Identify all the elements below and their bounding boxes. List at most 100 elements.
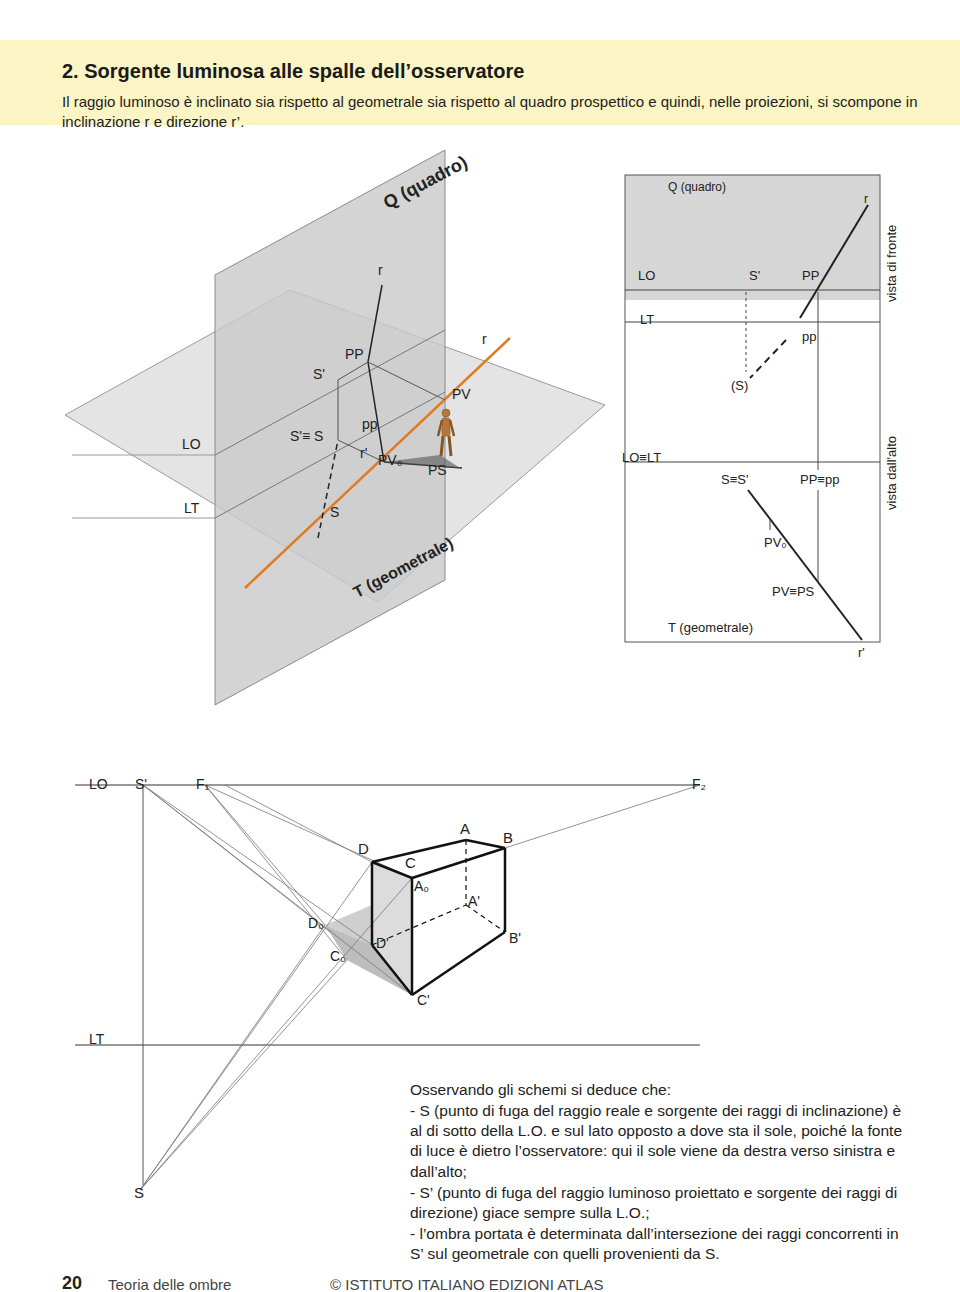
point-label: PP xyxy=(802,268,819,284)
observer-figure-part xyxy=(438,420,442,436)
point-label: A₀ xyxy=(414,878,429,895)
observer-figure-part xyxy=(442,418,450,436)
orthogonal-views-part xyxy=(625,462,880,463)
orthogonal-views-part xyxy=(748,490,862,640)
point-label: PS xyxy=(428,462,447,479)
perspective-shadow-construction-part xyxy=(325,905,372,945)
point-label: T (geometrale) xyxy=(668,620,753,636)
point-label: pp xyxy=(362,416,378,433)
point-label: (S) xyxy=(731,378,748,394)
point-label: PV xyxy=(452,386,471,403)
perspective-3d-scheme-part xyxy=(368,362,384,462)
perspective-3d-scheme-part xyxy=(72,455,215,456)
point-label: S' xyxy=(135,776,147,793)
point-label: r xyxy=(378,262,383,279)
perspective-shadow-construction-part xyxy=(75,785,700,786)
body-text: Il raggio luminoso è inclinato sia rispe… xyxy=(62,92,932,131)
point-label: pp xyxy=(802,329,816,345)
perspective-shadow-construction-part-part xyxy=(411,878,414,995)
point-label: F₂ xyxy=(692,776,706,793)
point-label: LO xyxy=(182,436,201,453)
point-label: C' xyxy=(417,992,430,1009)
orthogonal-views-part xyxy=(818,292,819,470)
orthogonal-views-part xyxy=(746,292,747,372)
perspective-3d-scheme-part xyxy=(338,380,339,440)
perspective-shadow-construction-part xyxy=(372,840,505,995)
orthogonal-views-part xyxy=(750,340,786,378)
page-footer: © ISTITUTO ITALIANO EDIZIONI ATLAS xyxy=(330,1276,604,1292)
perspective-shadow-construction-part-part xyxy=(412,932,505,995)
perspective-shadow-construction-part-part xyxy=(412,848,505,878)
point-label: r' xyxy=(360,445,367,462)
orthogonal-views-part xyxy=(818,490,819,582)
title-band xyxy=(0,40,960,125)
point-label: Q (quadro) xyxy=(668,180,726,194)
perspective-shadow-construction-part-part xyxy=(140,960,347,1190)
perspective-3d-scheme-part xyxy=(72,518,215,519)
observer-figure-part xyxy=(441,436,443,456)
point-label: S xyxy=(134,1184,144,1202)
page-footer: 20 xyxy=(62,1273,82,1292)
perspective-shadow-construction-part xyxy=(372,840,505,945)
perspective-3d-scheme-part xyxy=(318,440,338,538)
point-label: A' xyxy=(468,893,480,910)
point-label: D₀ xyxy=(308,915,324,932)
point-label: S xyxy=(330,504,339,521)
orthogonal-views-part xyxy=(625,322,880,323)
point-label: r xyxy=(482,331,487,348)
orthogonal-views-part xyxy=(625,290,880,291)
point-label: LO xyxy=(89,776,108,793)
point-label: LT xyxy=(89,1031,104,1048)
perspective-3d-scheme-part xyxy=(368,362,445,400)
perspective-shadow-construction-part-part xyxy=(465,840,466,905)
observer-figure-part xyxy=(442,409,450,417)
perspective-3d-scheme-part xyxy=(338,362,368,380)
perspective-shadow-construction-part-part xyxy=(143,785,330,932)
orthogonal-views-part xyxy=(625,175,880,642)
perspective-shadow-construction-part-part xyxy=(205,785,347,960)
observer-figure-part xyxy=(449,436,451,456)
perspective-shadow-construction-part-part xyxy=(372,840,466,862)
orthogonal-views xyxy=(625,175,880,642)
point-label: F₁ xyxy=(196,776,209,793)
body-text: - S’ (punto di fuga del raggio luminoso … xyxy=(410,1183,905,1223)
point-label: PV₀ xyxy=(764,535,787,551)
point-label: vista di fronte xyxy=(884,225,900,302)
page-footer: Teoria delle ombre xyxy=(108,1276,231,1292)
point-label: PV≡PS xyxy=(772,584,814,600)
perspective-3d-scheme-part xyxy=(215,392,445,518)
title-band-part xyxy=(0,40,960,125)
point-label: LT xyxy=(640,312,654,328)
point-label: T (geometrale) xyxy=(350,533,456,602)
perspective-3d-scheme-part xyxy=(215,150,445,705)
perspective-shadow-construction-part-part xyxy=(466,905,505,932)
perspective-shadow-construction-part-part xyxy=(505,785,700,848)
perspective-shadow-construction-part xyxy=(143,785,144,1185)
point-label: B xyxy=(503,829,513,847)
point-label: PV₀ xyxy=(378,452,403,469)
orthogonal-views-part xyxy=(625,175,880,300)
perspective-3d-scheme-part xyxy=(338,440,384,462)
body-text: - S (punto di fuga del raggio reale e so… xyxy=(410,1101,905,1182)
point-label: S' xyxy=(313,366,325,383)
body-text: Osservando gli schemi si deduce che: xyxy=(410,1080,905,1100)
point-label: B' xyxy=(509,930,521,947)
point-label: LO≡LT xyxy=(622,450,661,466)
observer-figure-part xyxy=(450,420,454,436)
point-label: r' xyxy=(858,645,865,661)
point-label: D' xyxy=(376,935,389,952)
point-label: PP≡pp xyxy=(800,472,839,488)
perspective-shadow-construction-part-part xyxy=(143,785,412,995)
point-label: S≡S' xyxy=(721,472,748,488)
perspective-shadow-construction-part-part xyxy=(504,848,507,932)
point-label: LT xyxy=(184,500,199,517)
point-label: r xyxy=(864,192,868,206)
body-text: - l’ombra portata è determinata dall’int… xyxy=(410,1224,905,1264)
point-label: Q (quadro) xyxy=(380,152,471,214)
perspective-3d-scheme-part xyxy=(215,330,445,455)
point-label: LO xyxy=(638,268,655,284)
perspective-shadow-construction-part-part xyxy=(372,945,412,995)
perspective-3d-scheme-part xyxy=(368,285,382,362)
